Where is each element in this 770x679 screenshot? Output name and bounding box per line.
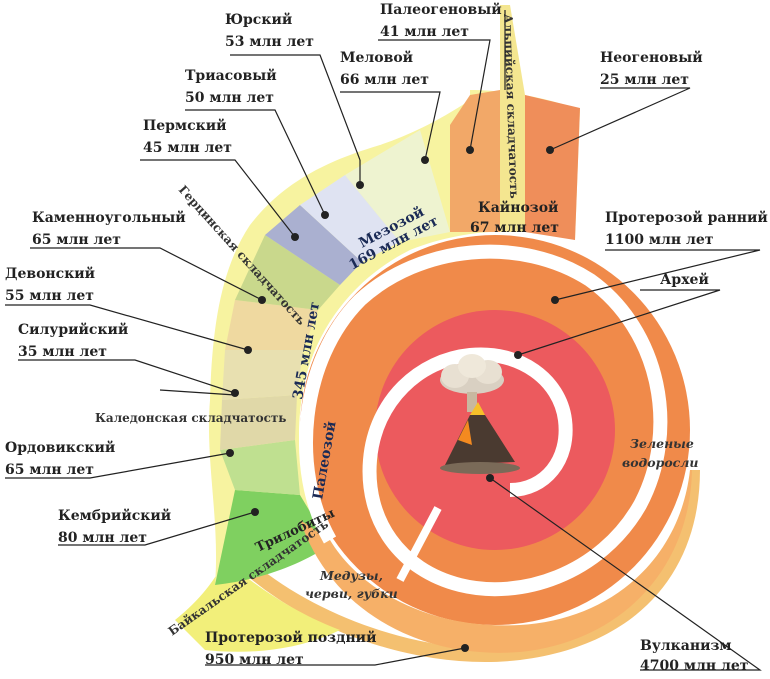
devonian-name: Девонский — [5, 265, 95, 282]
alpine-folding: Альпийская складчатость — [501, 14, 521, 199]
leader-ordovician — [5, 452, 231, 479]
neogene-age: 25 млн лет — [600, 72, 689, 88]
triassic-age: 50 млн лет — [185, 90, 274, 106]
leader-archean — [517, 289, 721, 356]
jurassic-name: Юрский — [225, 11, 292, 28]
caledonian-folding: Каледонская складчатость — [95, 411, 286, 425]
leader-volcanism — [489, 477, 762, 671]
band-neogene — [525, 95, 580, 240]
cenozoic-name: Кайнозой — [478, 199, 558, 216]
paleogene-name: Палеогеновый — [380, 1, 502, 18]
leader-devonian — [5, 304, 249, 351]
proterozoic-late-age: 950 млн лет — [205, 652, 304, 668]
silurian-name: Силурийский — [18, 321, 128, 338]
volcano-icon — [440, 354, 520, 474]
algae-label-2: водоросли — [622, 455, 699, 470]
cambrian-name: Кембрийский — [58, 507, 171, 524]
band-alpine — [500, 5, 525, 232]
leader-cambrian — [58, 511, 256, 546]
cretaceous-age: 66 млн лет — [340, 72, 429, 88]
cambrian-age: 80 млн лет — [58, 530, 147, 546]
leader-carboniferous — [30, 247, 263, 301]
ordovician-name: Ордовикский — [5, 439, 115, 456]
paleogene-age: 41 млн лет — [380, 24, 469, 40]
permian-age: 45 млн лет — [143, 140, 232, 156]
devonian-age: 55 млн лет — [5, 288, 94, 304]
band-jurassic — [300, 175, 400, 262]
triassic-name: Триасовый — [185, 67, 277, 84]
leader-triassic — [185, 109, 326, 216]
proterozoic-late-name: Протерозой поздний — [205, 629, 376, 646]
jurassic-age: 53 млн лет — [225, 34, 314, 50]
late-proterozoic-outer — [300, 470, 692, 653]
proterozoic-early-age: 1100 млн лет — [605, 232, 714, 248]
proterozoic-early-name: Протерозой ранний — [605, 209, 768, 226]
jelly-label-1: Медузы, — [319, 568, 383, 583]
band-paleogene — [450, 90, 500, 232]
jelly-label-2: черви, губки — [305, 586, 398, 601]
leader-neogene — [549, 87, 691, 151]
band-carboniferous — [225, 300, 318, 350]
spiral-break — [396, 506, 442, 582]
leader-proterozoic-late — [205, 647, 466, 666]
leader-proterozoic-early — [554, 249, 761, 301]
neogene-name: Неогеновый — [600, 49, 703, 66]
volcanism-name: Вулканизм — [640, 638, 732, 654]
volcanism-age: 4700 млн лет — [640, 658, 749, 674]
ordovician-age: 65 млн лет — [5, 462, 94, 478]
permian-name: Пермский — [143, 117, 226, 134]
band-ordovician — [220, 440, 300, 495]
algae-label-1: Зеленые — [630, 436, 694, 451]
silurian-age: 35 млн лет — [18, 344, 107, 360]
cretaceous-name: Меловой — [340, 49, 413, 66]
cenozoic-age: 67 млн лет — [470, 220, 559, 236]
carboniferous-age: 65 млн лет — [32, 232, 121, 248]
archean-name: Архей — [660, 271, 709, 288]
leader-cretaceous — [340, 91, 441, 161]
leader-silurian — [18, 359, 236, 394]
leader-jurassic — [230, 54, 361, 161]
band-permian — [235, 235, 340, 310]
band-cambrian — [215, 490, 330, 585]
leader-paleogene — [378, 39, 491, 151]
band-silurian — [220, 395, 297, 450]
leader-permian — [140, 159, 296, 238]
band-devonian — [222, 350, 303, 400]
band-triassic — [265, 205, 362, 285]
archean-core — [375, 310, 615, 550]
spiral-gap — [299, 244, 668, 597]
leader-caledonian — [159, 389, 236, 396]
carboniferous-name: Каменноугольный — [32, 209, 186, 226]
